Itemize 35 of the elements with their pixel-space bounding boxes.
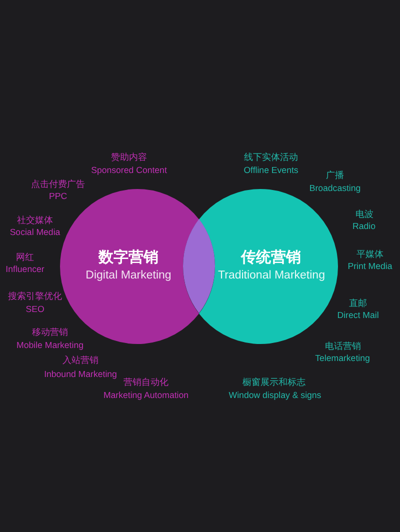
channel-label: 移动营销	[32, 328, 68, 338]
channel-label: Window display & signs	[228, 391, 322, 401]
channel-label: 平媒体	[356, 250, 384, 260]
channel-label: 直邮	[349, 299, 367, 309]
channel-label: Mobile Marketing	[16, 341, 84, 351]
circle-title: 传统营销	[241, 250, 301, 266]
channel-label: 橱窗展示和标志	[242, 378, 306, 388]
channel-label: Radio	[352, 222, 376, 232]
channel-label: 入站营销	[62, 356, 98, 366]
overlap-lens	[183, 219, 215, 314]
channel-label: Broadcasting	[309, 184, 361, 194]
channel-label: PPC	[48, 192, 68, 202]
circle-subtitle: Traditional Marketing	[218, 270, 325, 282]
circle-subtitle: Digital Marketing	[86, 270, 172, 282]
channel-label: 电话营销	[325, 342, 361, 352]
channel-label: 广播	[326, 171, 344, 181]
channel-label: Social Media	[10, 228, 60, 238]
channel-label: 点击付费广告	[31, 180, 85, 190]
channel-label: Print Media	[348, 262, 392, 272]
channel-label: SEO	[26, 305, 44, 315]
channel-label: Inbound Marketing	[44, 370, 117, 380]
channel-label: 赞助内容	[111, 153, 147, 163]
channel-label: 搜索引擎优化	[8, 292, 62, 302]
channel-label: Direct Mail	[337, 311, 379, 321]
channel-label: 网红	[16, 253, 34, 263]
channel-label: Telemarketing	[315, 354, 370, 364]
channel-label: Influencer	[6, 265, 44, 275]
channel-label: Offline Events	[244, 166, 298, 176]
circle-title: 数字营销	[98, 250, 158, 266]
channel-label: Sponsored Content	[91, 166, 167, 176]
channel-label: 电波	[356, 210, 374, 220]
channel-label: 营销自动化	[124, 378, 168, 388]
channel-label: Marketing Automation	[103, 391, 189, 401]
channel-label: 线下实体活动	[244, 153, 298, 163]
channel-label: 社交媒体	[17, 216, 53, 226]
